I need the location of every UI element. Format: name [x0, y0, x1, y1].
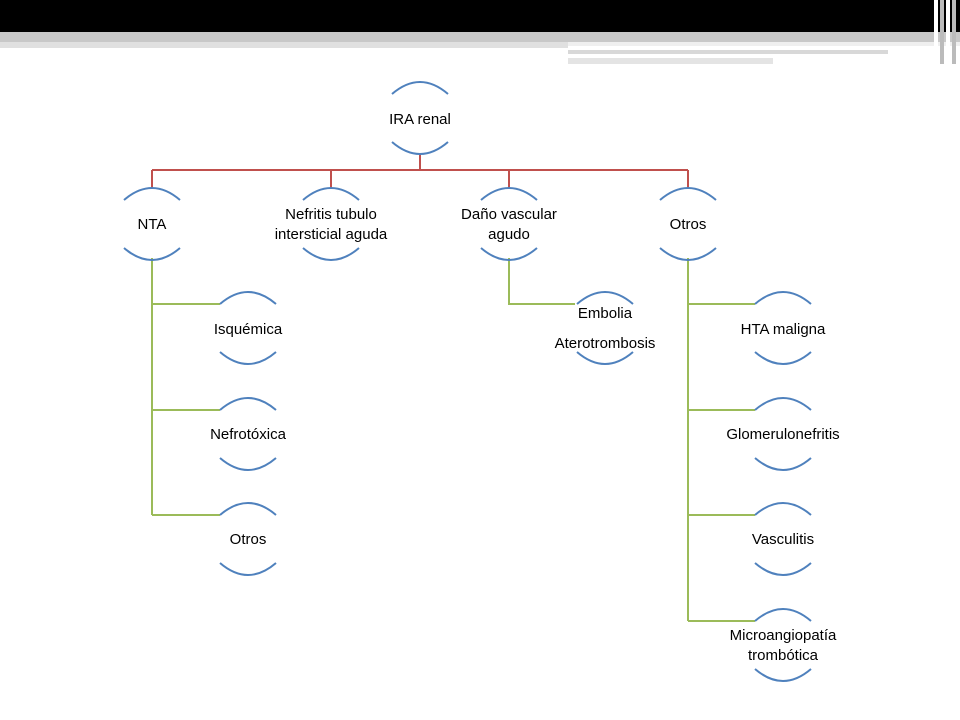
node-label: Vasculitis [752, 531, 814, 548]
corner-decoration [940, 0, 944, 64]
node-label-line2: intersticial aguda [275, 226, 388, 243]
corner-decoration [946, 0, 950, 64]
node-label-line2: agudo [488, 226, 530, 243]
node-label-line1: Daño vascular [461, 206, 557, 223]
node-nefrotoxica: Nefrotóxica [210, 397, 287, 471]
node-label-line1: Microangiopatía [730, 627, 837, 644]
node-label-line1: Nefritis tubulo [285, 206, 377, 223]
node-dano-vascular-agudo: Daño vascular agudo [461, 187, 557, 261]
node-label: NTA [138, 216, 167, 233]
node-label: Otros [230, 531, 267, 548]
level2-connectors [151, 258, 755, 622]
slide-header-stripe [0, 42, 568, 48]
node-label: Nefrotóxica [210, 426, 287, 443]
node-label-line1: Embolia [578, 305, 633, 322]
node-label-line2: trombótica [748, 647, 819, 664]
node-vasculitis: Vasculitis [752, 502, 814, 576]
slide-header-stripe [0, 32, 960, 42]
slide-header-stripe [568, 58, 773, 64]
level1-connectors [151, 153, 689, 188]
node-nta: NTA [123, 187, 181, 261]
corner-decoration [952, 0, 956, 64]
slide-top-bar [0, 0, 960, 32]
node-microangiopatia-trombotica: Microangiopatía trombótica [730, 608, 837, 682]
node-embolia-aterotrombosis: Embolia Aterotrombosis [555, 291, 656, 365]
node-hta-maligna: HTA maligna [741, 291, 826, 365]
node-isquemica: Isquémica [214, 291, 283, 365]
node-otros: Otros [659, 187, 717, 261]
slide-header-stripe [568, 50, 888, 54]
node-nefritis-tubulo-intersticial: Nefritis tubulo intersticial aguda [275, 187, 388, 261]
node-label-line2: Aterotrombosis [555, 335, 656, 352]
node-label: Otros [670, 216, 707, 233]
node-label: Glomerulonefritis [726, 426, 839, 443]
node-label: Isquémica [214, 321, 283, 338]
node-nta-otros: Otros [219, 502, 277, 576]
corner-decoration [934, 0, 938, 64]
node-label: IRA renal [389, 111, 451, 128]
node-glomerulonefritis: Glomerulonefritis [726, 397, 840, 471]
node-ira-renal: IRA renal [389, 81, 451, 155]
slide-header-stripe [568, 42, 960, 46]
node-label: HTA maligna [741, 321, 826, 338]
